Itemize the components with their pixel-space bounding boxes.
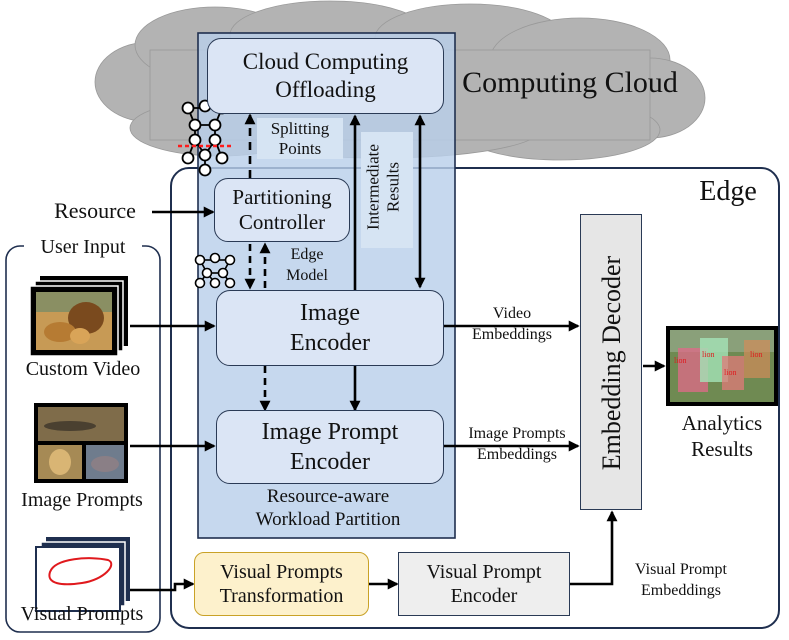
- visual-prompt-embeddings-label: Visual Prompt Embeddings: [614, 560, 748, 602]
- visual-prompts-transformation-line2: Transformation: [219, 585, 344, 607]
- arrow-visual-in: [118, 578, 195, 592]
- visual-prompt-encoder-line2: Encoder: [450, 585, 518, 607]
- partitioning-controller-box: Partitioning Controller: [214, 178, 350, 242]
- image-encoder-line2: Encoder: [290, 330, 370, 356]
- visual-prompt-encoder-line1: Visual Prompt: [426, 561, 542, 583]
- custom-video-label: Custom Video: [25, 358, 141, 380]
- cloud-offloading-line2: Offloading: [275, 77, 376, 102]
- cloud-offloading-box: Cloud Computing Offloading: [207, 38, 444, 114]
- partitioning-controller-line2: Controller: [238, 210, 326, 234]
- resource-label: Resource: [54, 198, 136, 223]
- visual-prompts-label: Visual Prompts: [20, 603, 144, 625]
- splitting-points-line1: Splitting: [270, 119, 330, 138]
- edge-model-line2: Model: [286, 266, 328, 284]
- intermediate-results-strip: [361, 132, 413, 248]
- intermediate-results-line2: Results: [383, 161, 402, 213]
- intermediate-results-line1: Intermediate: [363, 144, 383, 230]
- analytics-result-image: [666, 326, 778, 406]
- embedding-decoder-label: Embedding Decoder: [597, 255, 626, 471]
- video-embeddings-label: Video Embeddings: [452, 304, 572, 346]
- custom-video-thumbnail: [29, 276, 128, 357]
- visual-prompt-encoder-box: Visual Prompt Encoder: [398, 552, 570, 616]
- result-tag-1: lion: [674, 356, 687, 365]
- partitioning-controller-line1: Partitioning: [232, 184, 332, 209]
- image-prompts-label: Image Prompts: [21, 489, 143, 511]
- workload-partition-label: Resource-aware Workload Partition: [210, 486, 446, 532]
- image-prompts-embeddings-label: Image Prompts Embeddings: [450, 424, 584, 466]
- image-encoder-box: Image Encoder: [216, 290, 444, 366]
- splitting-points-line2: Points: [278, 138, 322, 158]
- image-prompts-embeddings-line2: Embeddings: [477, 445, 557, 463]
- image-prompt-encoder-line2: Encoder: [290, 449, 370, 475]
- edge-model-line1: Edge: [290, 246, 324, 263]
- model-graph-icon-small: [194, 252, 236, 289]
- arrow-visual-embeddings: [570, 510, 618, 586]
- video-embeddings-line1: Video: [492, 305, 532, 322]
- workload-partition-line2: Workload Partition: [255, 508, 401, 530]
- workload-partition-line1: Resource-aware: [266, 486, 390, 507]
- edge-model-label: Edge Model: [272, 245, 342, 287]
- image-prompts-thumbnail: [34, 403, 128, 483]
- result-tag-4: lion: [750, 350, 763, 359]
- analytics-results-line1: Analytics: [681, 411, 763, 435]
- result-tag-3: lion: [724, 368, 737, 377]
- edge-label: Edge: [699, 176, 757, 207]
- image-prompt-encoder-line1: Image Prompt: [261, 419, 399, 445]
- analytics-results-label: Analytics Results: [660, 410, 784, 463]
- splitting-points-label: Splitting Points: [257, 118, 343, 160]
- analytics-results-line2: Results: [691, 437, 753, 462]
- image-encoder-line1: Image: [300, 300, 360, 326]
- visual-prompt-embeddings-line1: Visual Prompt: [635, 561, 727, 578]
- result-tag-2: lion: [702, 350, 715, 359]
- visual-prompts-transformation-line1: Visual Prompts: [220, 561, 343, 583]
- cloud-offloading-line1: Cloud Computing: [242, 49, 409, 75]
- cloud-label: Computing Cloud: [462, 66, 678, 99]
- visual-prompts-transformation-box: Visual Prompts Transformation: [194, 552, 369, 616]
- visual-prompt-embeddings-line2: Embeddings: [641, 581, 721, 599]
- image-prompts-embeddings-line1: Image Prompts: [468, 425, 566, 442]
- embedding-decoder-box: Embedding Decoder: [580, 214, 642, 510]
- image-prompt-encoder-box: Image Prompt Encoder: [216, 410, 444, 484]
- visual-prompts-thumbnail: [35, 537, 130, 612]
- video-embeddings-line2: Embeddings: [472, 325, 552, 343]
- user-input-title: User Input: [24, 236, 142, 259]
